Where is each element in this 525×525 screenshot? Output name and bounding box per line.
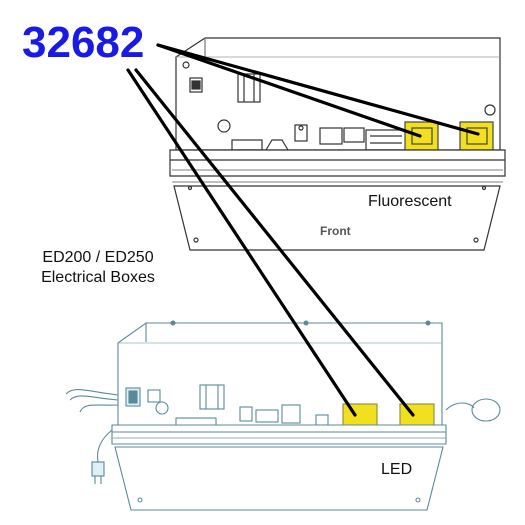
diagram-title-line2: Electrical Boxes	[41, 269, 155, 286]
leader-line-led-1	[126, 68, 357, 417]
diagram-title: ED200 / ED250 Electrical Boxes	[28, 248, 168, 288]
leader-lines	[126, 43, 480, 417]
leader-line-fluor-2	[156, 43, 480, 136]
led-label: LED	[381, 461, 413, 478]
diagram-title-line1: ED200 / ED250	[42, 249, 154, 266]
power-cord-plug-icon	[65, 389, 119, 484]
leader-line-led-2	[134, 68, 415, 417]
led-box	[111, 320, 501, 511]
fluorescent-label: Fluorescent	[368, 193, 452, 210]
leader-line-fluor-1	[156, 43, 422, 138]
part-number-label: 32682	[22, 18, 145, 67]
fluorescent-box	[169, 37, 506, 251]
front-label: Front	[320, 224, 351, 238]
